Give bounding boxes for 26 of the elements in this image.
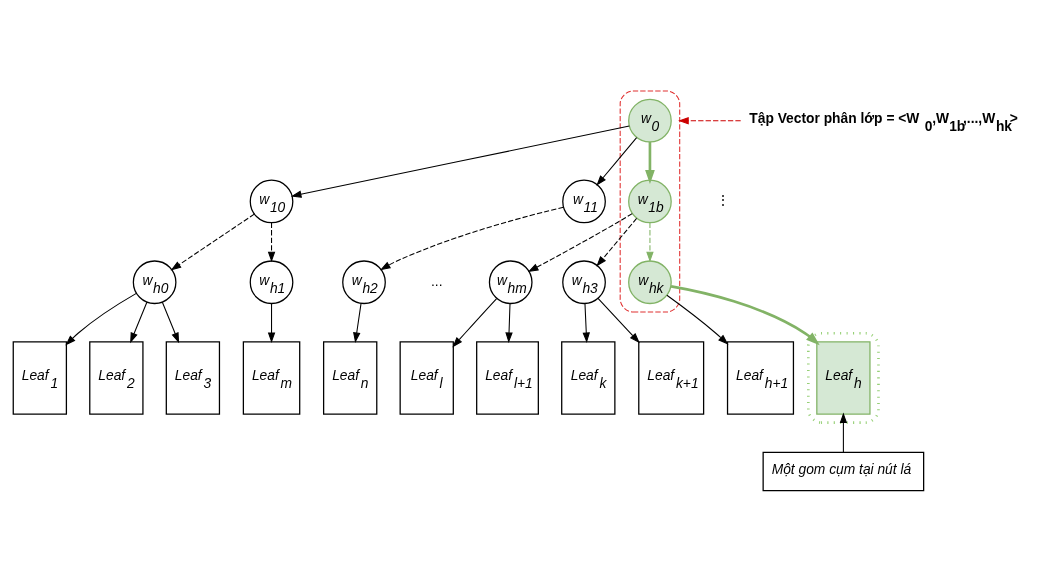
arrow: [504, 303, 513, 344]
arrow: [352, 303, 362, 344]
arrow: [129, 301, 147, 344]
label: ⋮: [715, 192, 730, 209]
arrow: [665, 294, 728, 345]
arrow: [527, 213, 633, 273]
arrow: [170, 213, 255, 271]
arrow: [267, 222, 275, 263]
arrow: [595, 137, 637, 186]
arrow: [161, 301, 179, 344]
label: ...: [430, 272, 442, 289]
node-box: Một gom cụm tại nút lá: [762, 451, 924, 492]
arrow: [597, 297, 640, 344]
arrow: [645, 222, 654, 263]
arrow: [582, 303, 590, 344]
arrow: [595, 217, 637, 267]
arrow: [644, 142, 655, 184]
arrow: [64, 292, 137, 346]
cluster: [619, 90, 680, 313]
arrow: [677, 116, 741, 125]
arrow: [839, 412, 847, 453]
arrow: [670, 285, 820, 346]
arrow: [267, 303, 275, 344]
arrow: [290, 125, 630, 198]
arrow: [451, 298, 497, 348]
arrow: [379, 206, 564, 271]
